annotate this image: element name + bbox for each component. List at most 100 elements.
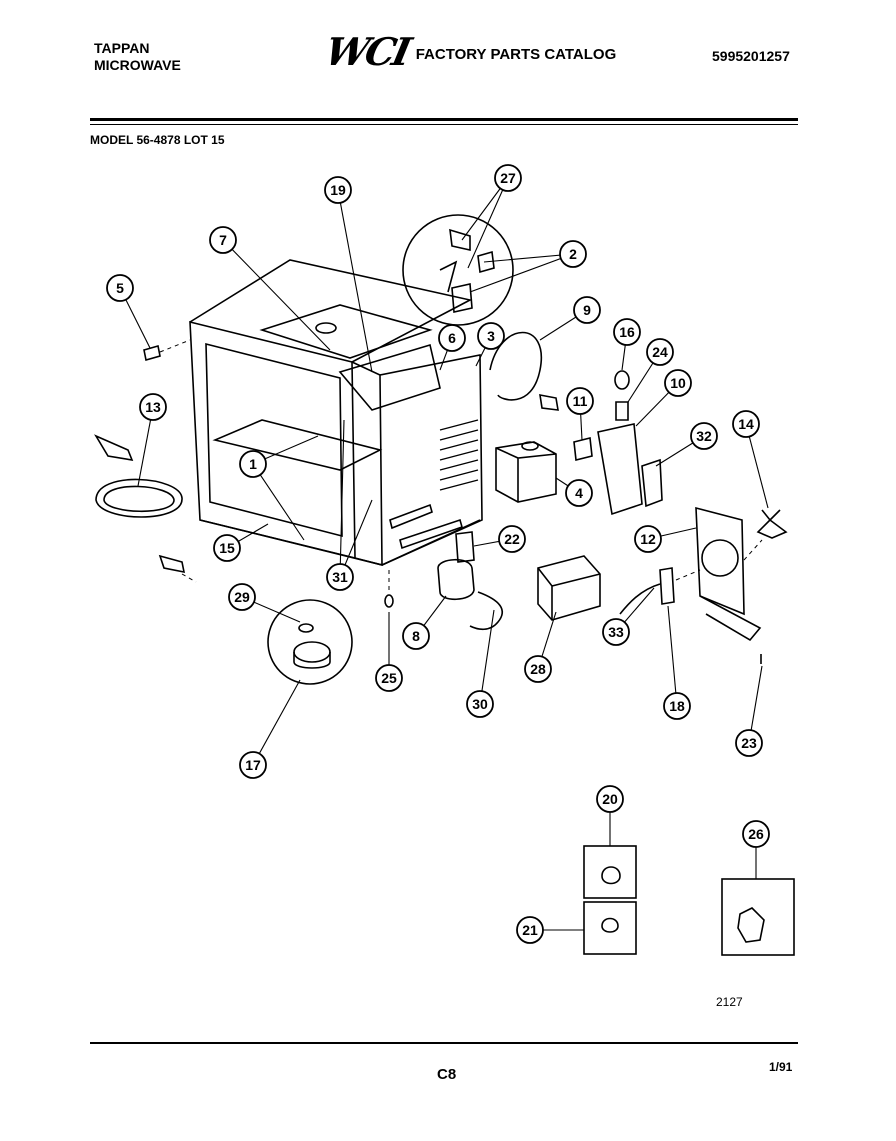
header-rule-thin xyxy=(90,124,798,125)
capacitor xyxy=(437,558,475,601)
lamp-socket xyxy=(615,401,629,421)
cabinet-base xyxy=(199,519,481,566)
transformer xyxy=(537,555,601,621)
callout-group: 1234567891011121314151617181920212223242… xyxy=(106,164,770,944)
callout-label-11: 11 xyxy=(573,393,588,409)
issue-date: 1/91 xyxy=(769,1060,793,1074)
catalog-title: FACTORY PARTS CATALOG xyxy=(415,45,617,63)
cabinet-inner-window xyxy=(205,342,343,538)
interlock-switch-c xyxy=(451,283,473,313)
callout-circle-24 xyxy=(646,338,674,366)
callout-label-24: 24 xyxy=(652,344,668,360)
waveguide-box xyxy=(338,343,441,411)
callout-label-20: 20 xyxy=(602,791,618,807)
callout-circle-7 xyxy=(209,226,237,254)
sensor-rod xyxy=(641,458,663,508)
interlock-lever xyxy=(439,260,458,293)
callout-circle-26 xyxy=(742,820,770,848)
waveguide-cover xyxy=(259,304,433,359)
catalog-heading: WCI FACTORY PARTS CATALOG xyxy=(321,29,617,74)
callout-circle-3 xyxy=(477,322,505,350)
callout-circle-9 xyxy=(573,296,601,324)
cabinet-back-side xyxy=(379,354,483,566)
fan-blade xyxy=(756,509,788,539)
part-box-26 xyxy=(721,878,795,956)
power-cord xyxy=(489,331,543,401)
callout-label-16: 16 xyxy=(619,324,635,340)
thermal-bracket xyxy=(597,423,643,516)
callout-label-1: 1 xyxy=(249,456,257,472)
heater-bracket xyxy=(158,554,186,574)
callout-circle-28 xyxy=(524,655,552,683)
nut-20-icon xyxy=(601,866,621,885)
callout-label-17: 17 xyxy=(245,757,261,773)
callout-label-8: 8 xyxy=(412,628,420,644)
callout-label-3: 3 xyxy=(487,328,495,344)
stirrer-hub xyxy=(315,322,337,334)
callout-label-23: 23 xyxy=(741,735,757,751)
callout-label-29: 29 xyxy=(234,589,250,605)
callout-label-12: 12 xyxy=(640,531,656,547)
fan-housing xyxy=(695,506,745,616)
header-rule-thick xyxy=(90,118,798,121)
callout-label-21: 21 xyxy=(522,922,538,938)
callout-circle-16 xyxy=(613,318,641,346)
catalog-number: 5995201257 xyxy=(712,48,790,64)
motor-detail-circle xyxy=(267,599,353,685)
callout-circle-13 xyxy=(139,393,167,421)
callout-circle-29 xyxy=(228,583,256,611)
base-slot-1 xyxy=(389,503,433,530)
callout-label-33: 33 xyxy=(608,624,624,640)
callout-circle-27 xyxy=(494,164,522,192)
callout-label-14: 14 xyxy=(738,416,754,432)
callout-circle-30 xyxy=(466,690,494,718)
vent-slots xyxy=(439,419,479,491)
callout-circle-23 xyxy=(735,729,763,757)
base-slot-2 xyxy=(399,518,463,550)
callout-label-26: 26 xyxy=(748,826,764,842)
door-sensor-clip xyxy=(143,344,161,362)
callout-circle-22 xyxy=(498,525,526,553)
diode-clip xyxy=(455,531,475,563)
brand-name: TAPPAN MICROWAVE xyxy=(94,40,181,74)
brand-line-2: MICROWAVE xyxy=(94,57,181,73)
cabinet-top xyxy=(189,259,473,363)
motor-coupling xyxy=(298,623,314,633)
callout-circle-19 xyxy=(324,176,352,204)
drawing-number: 2127 xyxy=(716,995,743,1009)
callout-circle-32 xyxy=(690,422,718,450)
fan-shroud xyxy=(701,539,739,577)
callout-circle-10 xyxy=(664,369,692,397)
callout-circle-5 xyxy=(106,274,134,302)
callout-circle-1 xyxy=(239,450,267,478)
callout-circle-2 xyxy=(559,240,587,268)
callout-circle-15 xyxy=(213,534,241,562)
callout-label-32: 32 xyxy=(696,428,712,444)
callout-label-18: 18 xyxy=(669,698,685,714)
heater-element xyxy=(95,478,183,518)
callout-label-5: 5 xyxy=(116,280,124,296)
callout-circle-25 xyxy=(375,664,403,692)
callout-label-13: 13 xyxy=(145,399,161,415)
part-box-20 xyxy=(583,845,637,899)
callout-circle-21 xyxy=(516,916,544,944)
callout-label-22: 22 xyxy=(504,531,520,547)
cavity-floor xyxy=(212,419,383,471)
capacitor-wire xyxy=(469,591,503,631)
callout-label-6: 6 xyxy=(448,330,456,346)
magnetron xyxy=(495,441,557,503)
brand-line-1: TAPPAN xyxy=(94,40,150,56)
callout-label-7: 7 xyxy=(219,232,227,248)
oven-lamp xyxy=(614,370,630,390)
fan-duct xyxy=(699,595,762,642)
callout-circle-18 xyxy=(663,692,691,720)
model-line: MODEL 56-4878 LOT 15 xyxy=(90,133,225,147)
callout-label-10: 10 xyxy=(670,375,686,391)
callout-circle-4 xyxy=(565,479,593,507)
callout-circle-12 xyxy=(634,525,662,553)
callout-circle-6 xyxy=(438,324,466,352)
callout-label-2: 2 xyxy=(569,246,577,262)
callout-label-15: 15 xyxy=(219,540,235,556)
callout-label-30: 30 xyxy=(472,696,488,712)
